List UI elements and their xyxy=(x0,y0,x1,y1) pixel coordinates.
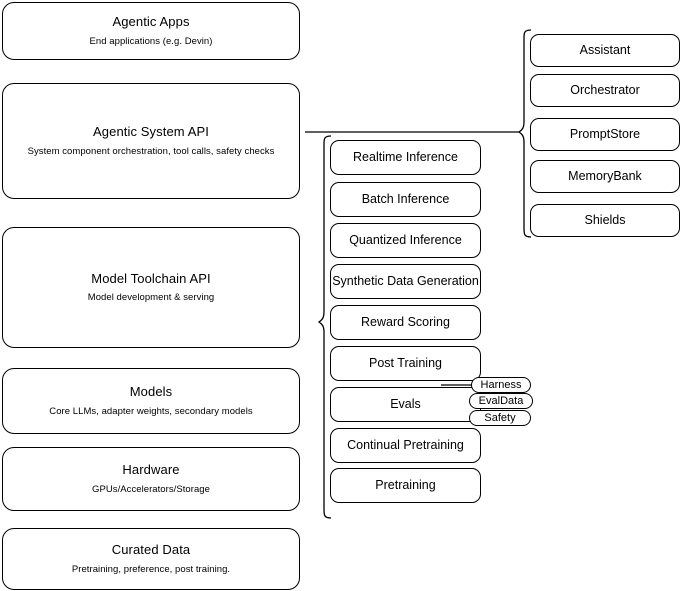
layer-title: Hardware xyxy=(122,462,180,478)
layer-agentic-apps[interactable]: Agentic Apps End applications (e.g. Devi… xyxy=(2,2,300,60)
eval-pill-safety[interactable]: Safety xyxy=(469,410,531,426)
component-label: PromptStore xyxy=(569,126,641,141)
component-memorybank[interactable]: MemoryBank xyxy=(530,160,680,193)
eval-pill-evaldata[interactable]: EvalData xyxy=(469,393,533,409)
eval-pill-harness[interactable]: Harness xyxy=(471,377,531,393)
layer-subtitle: Model development & serving xyxy=(87,292,215,304)
component-label: Assistant xyxy=(579,42,631,57)
layer-curated-data[interactable]: Curated Data Pretraining, preference, po… xyxy=(2,528,300,590)
layer-subtitle: End applications (e.g. Devin) xyxy=(89,35,213,47)
eval-pill-label: Harness xyxy=(480,378,522,391)
service-post-training[interactable]: Post Training xyxy=(330,346,481,381)
service-synthetic-data-generation[interactable]: Synthetic Data Generation xyxy=(330,264,481,299)
service-label: Post Training xyxy=(369,355,442,370)
layer-hardware[interactable]: Hardware GPUs/Accelerators/Storage xyxy=(2,447,300,511)
service-label: Quantized Inference xyxy=(349,232,462,247)
eval-pill-label: Safety xyxy=(484,411,516,424)
layer-title: Agentic Apps xyxy=(112,14,190,30)
layer-subtitle: System component orchestration, tool cal… xyxy=(27,145,275,157)
service-label: Continual Pretraining xyxy=(347,437,464,452)
component-label: Shields xyxy=(584,212,626,227)
layer-models[interactable]: Models Core LLMs, adapter weights, secon… xyxy=(2,368,300,434)
service-reward-scoring[interactable]: Reward Scoring xyxy=(330,305,481,340)
service-label: Pretraining xyxy=(375,477,436,492)
layer-subtitle: GPUs/Accelerators/Storage xyxy=(92,483,210,495)
component-label: Orchestrator xyxy=(570,82,640,97)
layer-title: Agentic System API xyxy=(93,124,209,140)
service-batch-inference[interactable]: Batch Inference xyxy=(330,182,481,217)
layer-subtitle: Pretraining, preference, post training. xyxy=(71,563,231,575)
layer-agentic-system-api[interactable]: Agentic System API System component orch… xyxy=(2,83,300,199)
service-evals[interactable]: Evals xyxy=(330,387,481,422)
service-continual-pretraining[interactable]: Continual Pretraining xyxy=(330,428,481,463)
component-orchestrator[interactable]: Orchestrator xyxy=(530,74,680,107)
layer-title: Model Toolchain API xyxy=(91,270,211,286)
service-label: Synthetic Data Generation xyxy=(332,273,479,288)
service-label: Reward Scoring xyxy=(361,314,450,329)
component-promptstore[interactable]: PromptStore xyxy=(530,118,680,151)
layer-title: Models xyxy=(129,384,173,400)
component-assistant[interactable]: Assistant xyxy=(530,34,680,67)
service-pretraining[interactable]: Pretraining xyxy=(330,468,481,503)
eval-pill-label: EvalData xyxy=(478,394,524,407)
component-shields[interactable]: Shields xyxy=(530,204,680,237)
service-realtime-inference[interactable]: Realtime Inference xyxy=(330,140,481,175)
layer-model-toolchain-api[interactable]: Model Toolchain API Model development & … xyxy=(2,227,300,348)
component-label: MemoryBank xyxy=(568,168,642,183)
service-label: Realtime Inference xyxy=(353,149,458,164)
layer-title: Curated Data xyxy=(111,542,191,558)
layer-subtitle: Core LLMs, adapter weights, secondary mo… xyxy=(49,405,253,417)
service-label: Evals xyxy=(390,396,421,411)
service-label: Batch Inference xyxy=(361,191,450,206)
service-quantized-inference[interactable]: Quantized Inference xyxy=(330,223,481,258)
